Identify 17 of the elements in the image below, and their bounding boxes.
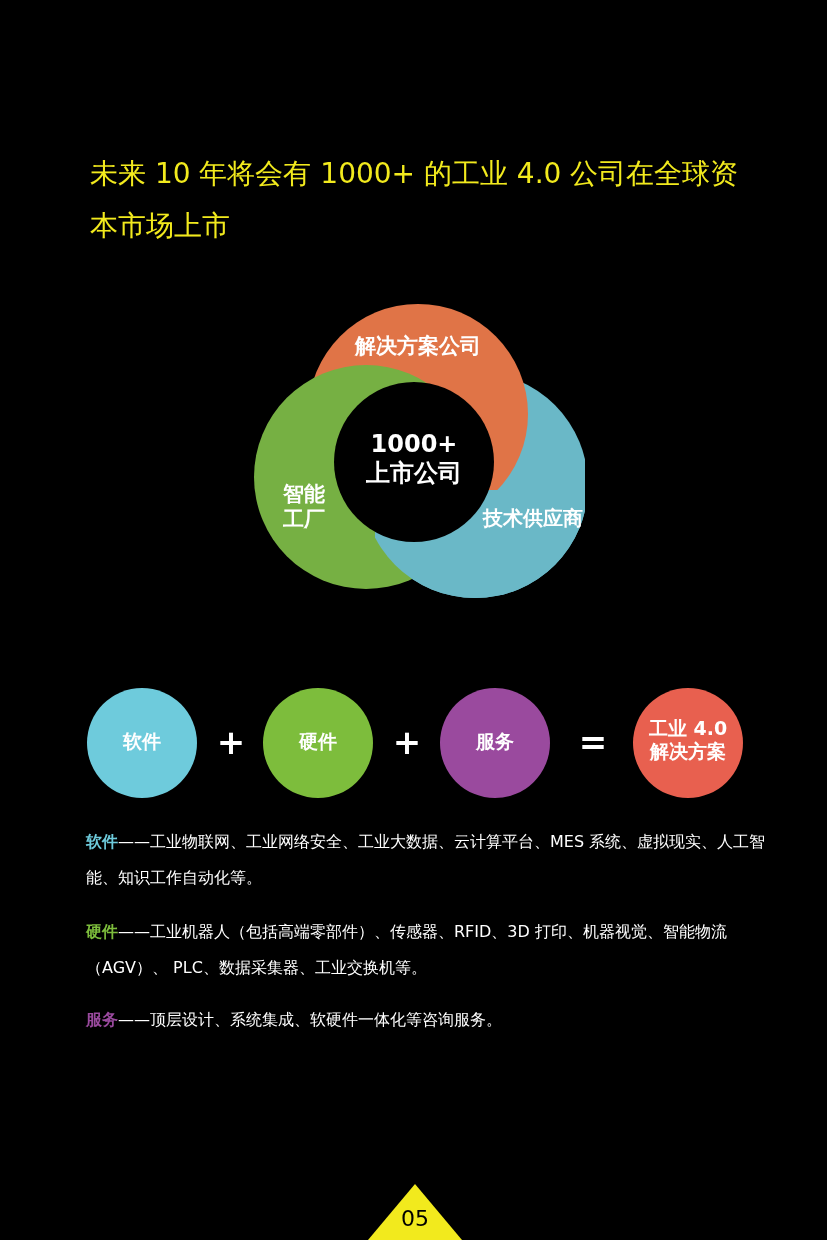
operator-sign: + — [391, 722, 423, 762]
description-text: 软件——工业物联网、工业网络安全、工业大数据、云计算平台、MES 系统、虚拟现实、人工智能、知识工作自动化等。 — [86, 831, 766, 889]
page-title: 未来 10 年将会有 1000+ 的工业 4.0 公司在全球资本市场上市 — [90, 156, 740, 244]
circle-label: 解决方案公司 — [353, 334, 482, 360]
circle-label: 智能工厂 — [282, 482, 326, 533]
page-number: 05 — [400, 1206, 430, 1233]
page-number-triangle — [368, 1184, 462, 1240]
operator-sign: + — [215, 722, 247, 762]
circle-label: 硬件 — [298, 730, 338, 753]
operator-sign: = — [577, 722, 609, 762]
description-text: 服务——顶层设计、系统集成、软硬件一体化等咨询服务。 — [86, 1009, 503, 1031]
circle-label: 软件 — [121, 730, 162, 753]
circle-label: 1000+ 上市公司 — [365, 430, 463, 488]
circle-label: 工业 4.0 解决方案 — [647, 717, 729, 763]
circle-label: 技术供应商 — [482, 506, 584, 530]
circle-label: 服务 — [475, 730, 515, 753]
description-text: 硬件——工业机器人（包括高端零部件）、传感器、RFID、3D 打印、机器视觉、智能物流（AGV）、 PLC、数据采集器、工业交换机等。 — [86, 921, 728, 979]
